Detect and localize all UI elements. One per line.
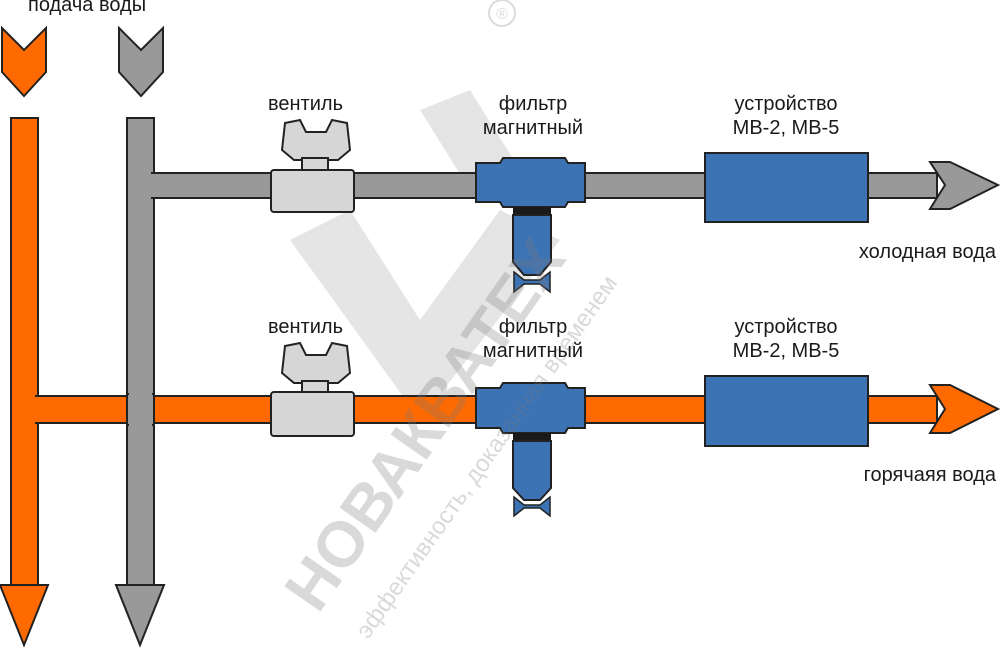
- filter-flask: [512, 214, 552, 276]
- device-bottom-label-line1: устройство: [734, 316, 838, 338]
- device-bottom-label-line2: МВ-2, МВ-5: [732, 340, 840, 362]
- cold-water-label: холодная вода: [858, 241, 996, 263]
- cold-supply-chevron-icon: [118, 25, 164, 98]
- hot-supply-chevron-icon: [1, 25, 47, 98]
- supply-label: подача воды: [28, 0, 147, 16]
- hot-down-arrow-icon: [0, 584, 50, 648]
- cold-outlet-arrow-icon: [928, 161, 1000, 210]
- supply-pipes: [10, 117, 155, 609]
- filter-top-label-line1: фильтр: [498, 93, 568, 115]
- valve-top: [270, 118, 355, 213]
- device-bottom: [704, 375, 869, 447]
- filter-band: [513, 433, 551, 441]
- cold-down-arrow-icon: [114, 584, 166, 648]
- hot-junction: [13, 397, 39, 422]
- filter-band: [513, 207, 551, 215]
- cold-junction: [129, 174, 155, 197]
- cold-supply-pipe: [126, 117, 155, 609]
- filter-bottom: [475, 382, 586, 518]
- device-top-label-line1: устройство: [734, 93, 838, 115]
- device-top-label-line2: МВ-2, МВ-5: [732, 117, 840, 139]
- valve-handle-icon: [280, 118, 352, 161]
- valve-body: [270, 391, 355, 437]
- valve-top-label: вентиль: [268, 93, 343, 115]
- hot-supply-pipe: [10, 117, 39, 609]
- filter-body: [475, 157, 586, 208]
- filter-flask: [512, 440, 552, 501]
- hot-water-label: горячаяя вода: [863, 464, 996, 486]
- filter-drain-icon: [513, 495, 551, 518]
- watermark-logo-shape: [290, 210, 560, 420]
- filter-bottom-label-line1: фильтр: [498, 316, 568, 338]
- device-top: [704, 152, 869, 223]
- valve-body: [270, 169, 355, 213]
- valve-bottom: [270, 341, 355, 437]
- filter-bottom-label-line2: магнитный: [482, 340, 584, 362]
- hot-outlet-arrow-icon: [928, 384, 1000, 434]
- registered-mark: ®: [488, 0, 516, 27]
- filter-drain-icon: [513, 270, 551, 294]
- registered-circle: [488, 0, 516, 27]
- valve-bottom-label: вентиль: [268, 316, 343, 338]
- filter-top: [475, 157, 586, 294]
- cold-pipe-crossing-fill: [129, 393, 152, 426]
- filter-top-label-line2: магнитный: [482, 117, 584, 139]
- registered-symbol: ®: [496, 6, 508, 23]
- filter-body: [475, 382, 586, 434]
- valve-handle-icon: [280, 341, 352, 384]
